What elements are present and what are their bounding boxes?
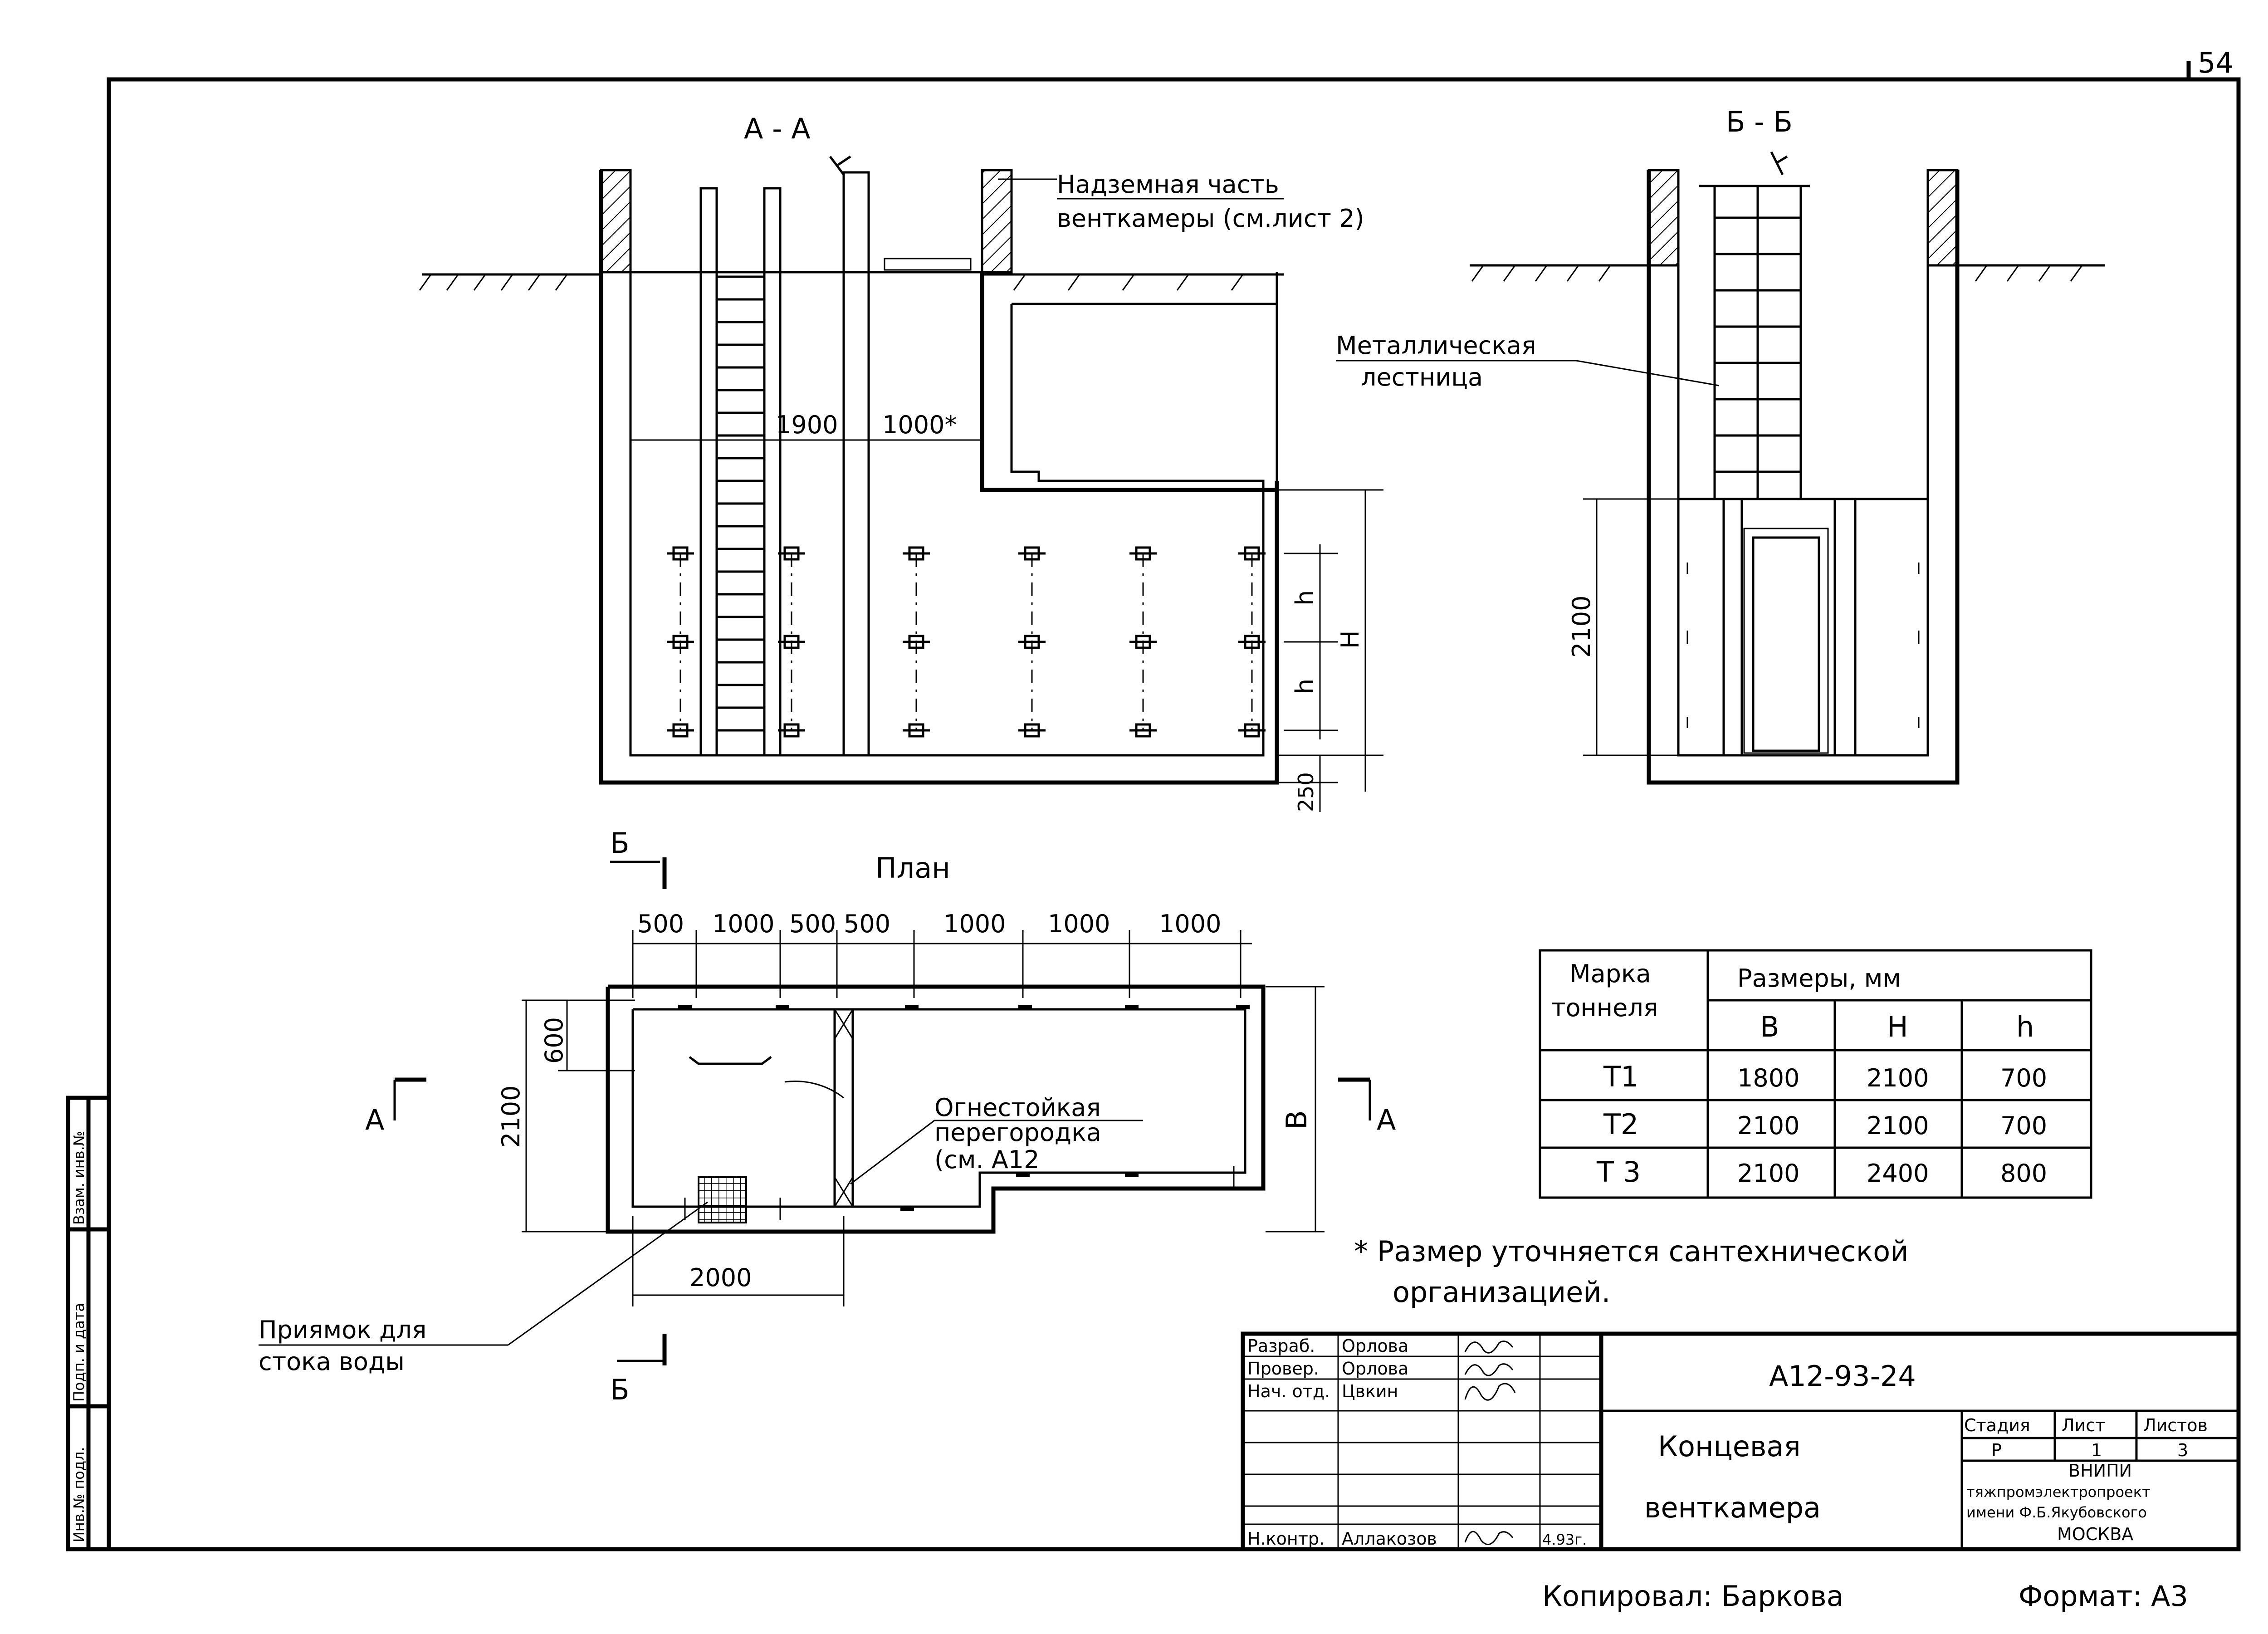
signature-1 — [1464, 1340, 1514, 1354]
tb-role-7: Н.контр. — [1247, 1529, 1325, 1549]
tb-sheet-label: Лист — [2062, 1415, 2105, 1435]
sheet-number: 54 — [2198, 46, 2234, 79]
tb-name-2: Орлова — [1342, 1359, 1408, 1379]
tb-date: 4.93г. — [1542, 1531, 1587, 1548]
table-sub-B: B — [1760, 1010, 1779, 1043]
tb-role-2: Провер. — [1247, 1359, 1319, 1379]
cut-b-top: Б — [610, 827, 630, 860]
section-a-a: А - А — [419, 112, 1383, 812]
dim-600: 600 — [540, 1017, 568, 1064]
dim-top-3: 500 — [789, 910, 836, 938]
tb-sheet-value: 1 — [2091, 1440, 2102, 1460]
tb-name-3: Цвкин — [1342, 1381, 1398, 1401]
tb-role-3: Нач. отд. — [1247, 1381, 1330, 1401]
table-r1-h: 700 — [2000, 1064, 2047, 1092]
tb-org-3: имени Ф.Б.Якубовского — [1966, 1504, 2147, 1521]
cut-a-left: А — [365, 1103, 384, 1136]
cut-b-bottom: Б — [610, 1373, 630, 1406]
table-r2-mark: Т2 — [1603, 1108, 1638, 1141]
table-mark-1: Марка — [1569, 959, 1651, 988]
side-stamp-replace: Взам. инв.№ — [70, 1131, 88, 1225]
dim-2100-b: 2100 — [1567, 596, 1596, 658]
label-above-ground: Надземная часть — [1057, 170, 1279, 199]
pit-label-1: Приямок для — [259, 1316, 426, 1344]
dim-top-5: 1000 — [943, 910, 1006, 938]
dim-top-1: 500 — [637, 910, 684, 938]
side-stamp: Инв.№ подл. Подп. и дата Взам. инв.№ — [66, 1096, 111, 1551]
dim-H: H — [1336, 630, 1364, 649]
dim-250: 250 — [1294, 772, 1318, 812]
table-r2-B: 2100 — [1737, 1111, 1799, 1140]
table-r1-H: 2100 — [1867, 1064, 1929, 1092]
section-b-title: Б - Б — [1726, 105, 1793, 138]
note-line-2: организацией. — [1393, 1276, 1610, 1309]
partition-label-1: Огнестойкая — [934, 1093, 1101, 1122]
tb-name-1-text: Концевая — [1658, 1430, 1801, 1463]
table-sizes: Размеры, мм — [1737, 964, 1901, 993]
dim-h2: h — [1290, 679, 1319, 694]
drain-pit — [698, 1176, 747, 1223]
note-line-1: * Размер уточняется сантехнической — [1354, 1235, 1909, 1268]
pit-label-2: стока воды — [259, 1347, 405, 1376]
table-sub-h: h — [2016, 1010, 2034, 1043]
tb-role-1: Разраб. — [1247, 1336, 1315, 1356]
plan-title: План — [875, 851, 950, 885]
label-above-ground-2: венткамеры (см.лист 2) — [1057, 204, 1364, 233]
dim-top-2: 1000 — [712, 910, 774, 938]
brackets-a — [667, 546, 1266, 738]
cage-ladder-b — [1699, 185, 1810, 500]
sheet-frame — [107, 77, 2241, 1551]
table-r3-mark: Т 3 — [1596, 1155, 1641, 1189]
table-r3-h: 800 — [2000, 1159, 2047, 1188]
dimensions-table: Марка тоннеля Размеры, мм B H h Т1 1800 … — [1539, 949, 2092, 1199]
tb-sheets-value: 3 — [2177, 1440, 2188, 1460]
signature-2 — [1464, 1363, 1514, 1376]
section-a-title: А - А — [744, 112, 811, 145]
tb-org-4: МОСКВА — [2057, 1524, 2133, 1544]
tb-name-7: Аллакозов — [1342, 1529, 1437, 1549]
table-r1-mark: Т1 — [1603, 1060, 1638, 1093]
dim-1000-star: 1000* — [882, 411, 957, 439]
plan-view: План Б Б А А 500 1000 500 500 1000 1000 … — [259, 827, 1396, 1406]
dim-top-7: 1000 — [1159, 910, 1221, 938]
table-r2-h: 700 — [2000, 1111, 2047, 1140]
signature-4 — [1464, 1531, 1514, 1545]
title-block: Разраб. Провер. Нач. отд. Н.контр. Орлов… — [1241, 1331, 2241, 1551]
dim-B: B — [1280, 1110, 1313, 1130]
tb-stage-label: Стадия — [1964, 1415, 2030, 1435]
tb-org-2: тяжпромэлектропроект — [1966, 1483, 2151, 1501]
tb-stage-value: Р — [1991, 1440, 2002, 1460]
signature-3 — [1464, 1383, 1516, 1401]
footer-format: Формат: А3 — [2019, 1580, 2188, 1613]
table-r1-B: 1800 — [1737, 1064, 1799, 1092]
label-ladder-1: Металлическая — [1336, 331, 1536, 360]
dim-1900: 1900 — [776, 411, 838, 439]
side-stamp-sign: Подп. и дата — [70, 1303, 88, 1402]
tb-name-1: Орлова — [1342, 1336, 1408, 1356]
table-sub-H: H — [1887, 1010, 1908, 1043]
tb-name-2-text: венткамера — [1644, 1491, 1821, 1524]
table-r3-H: 2400 — [1867, 1159, 1929, 1188]
tb-org-1: ВНИПИ — [2068, 1461, 2132, 1481]
partition-label-2: перегородка — [934, 1118, 1101, 1147]
table-r3-B: 2100 — [1737, 1159, 1799, 1188]
footer-copied: Копировал: Баркова — [1542, 1580, 1844, 1613]
dim-2100-plan: 2100 — [497, 1086, 525, 1148]
label-ladder-2: лестница — [1361, 363, 1483, 391]
side-stamp-inv: Инв.№ подл. — [70, 1447, 88, 1542]
dim-h1: h — [1290, 590, 1319, 606]
tb-doc-code: А12-93-24 — [1769, 1360, 1916, 1393]
dim-top-4: 500 — [844, 910, 890, 938]
partition-label-3: (см. А12 — [934, 1145, 1039, 1174]
table-mark-2: тоннеля — [1551, 993, 1658, 1022]
dim-2000: 2000 — [689, 1263, 752, 1292]
ladder-a — [699, 187, 782, 757]
tb-sheets-label: Листов — [2143, 1415, 2208, 1435]
dim-top-6: 1000 — [1048, 910, 1110, 938]
section-b-b: Б - Б — [1336, 105, 2105, 785]
cut-a-right: А — [1377, 1103, 1396, 1136]
table-r2-H: 2100 — [1867, 1111, 1929, 1140]
